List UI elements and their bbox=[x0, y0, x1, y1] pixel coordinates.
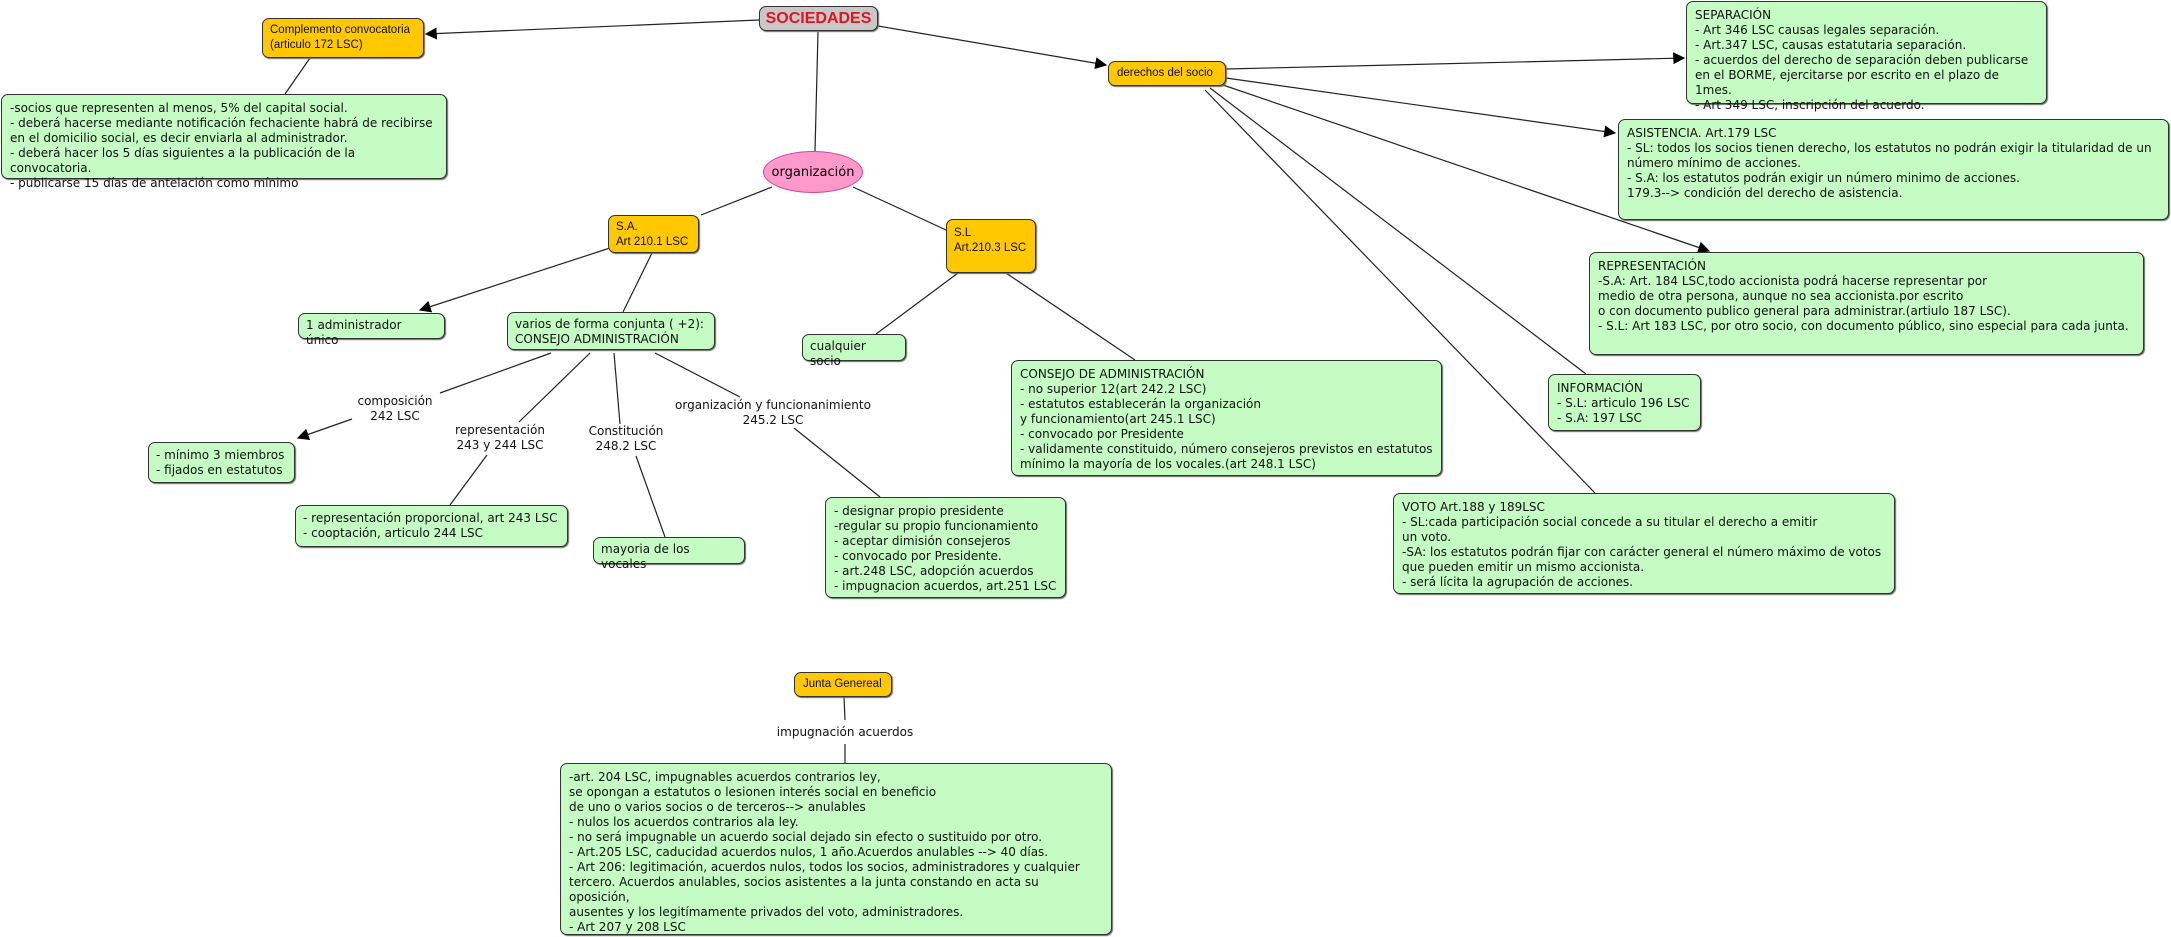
separacion-node[interactable]: SEPARACIÓN - Art 346 LSC causas legales … bbox=[1686, 1, 2047, 112]
minimo-miembros-node[interactable]: - mínimo 3 miembros - fijados en estatut… bbox=[148, 442, 295, 483]
cualquier-socio-node[interactable]: cualquier socio bbox=[802, 334, 906, 368]
complemento-details-node[interactable]: -socios que representen al menos, 5% del… bbox=[1, 94, 447, 190]
organizacion-node[interactable]: organización bbox=[763, 151, 863, 193]
funcionamiento-link-label: organización y funcionanimiento 245.2 LS… bbox=[675, 398, 871, 428]
edge-composicion-minimo bbox=[296, 418, 353, 441]
edge-derechos-separacion bbox=[1225, 52, 1686, 70]
edge-junta-label bbox=[843, 696, 846, 721]
junta-general-node[interactable]: Junta Genereal bbox=[794, 672, 892, 697]
edge-funcionamiento-designar bbox=[793, 427, 881, 498]
asistencia-node[interactable]: ASISTENCIA. Art.179 LSC - SL: todos los … bbox=[1618, 119, 2169, 220]
edge-derechos-asistencia bbox=[1225, 77, 1617, 138]
representacion-proporcional-node[interactable]: - representación proporcional, art 243 L… bbox=[295, 505, 568, 547]
sl-node[interactable]: S.L Art.210.3 LSC bbox=[946, 219, 1036, 273]
voto-node[interactable]: VOTO Art.188 y 189LSC - SL:cada particip… bbox=[1393, 493, 1895, 594]
edge-varios-funcionamiento bbox=[654, 352, 741, 398]
edge-varios-representacion bbox=[518, 352, 591, 423]
edge-organizacion-sl bbox=[852, 186, 947, 231]
edge-sa-admin-unico bbox=[418, 247, 611, 313]
edge-complemento-text bbox=[284, 57, 311, 95]
consejo-administracion-sl-node[interactable]: CONSEJO DE ADMINISTRACIÓN - no superior … bbox=[1011, 360, 1442, 476]
edge-organizacion-sa bbox=[700, 186, 773, 216]
sa-node[interactable]: S.A. Art 210.1 LSC bbox=[608, 215, 699, 253]
edge-derechos-representacion bbox=[1219, 83, 1711, 254]
edge-sociedades-derechos bbox=[877, 25, 1108, 70]
funcionamiento-details-node[interactable]: - designar propio presidente -regular su… bbox=[825, 497, 1066, 598]
edge-representacion-box bbox=[449, 454, 488, 506]
edge-sl-cualquier bbox=[875, 272, 959, 335]
representacion-link-label: representación 243 y 244 LSC bbox=[455, 423, 545, 453]
constitucion-link-label: Constitución 248.2 LSC bbox=[588, 424, 664, 454]
complemento-convocatoria-node[interactable]: Complemento convocatoria (articulo 172 L… bbox=[262, 18, 424, 58]
admin-unico-node[interactable]: 1 administrador único bbox=[298, 313, 445, 347]
informacion-node[interactable]: INFORMACIÓN - S.L: articulo 196 LSC - S.… bbox=[1548, 374, 1701, 431]
edge-varios-composicion bbox=[439, 352, 552, 394]
impugnacion-details-node[interactable]: -art. 204 LSC, impugnables acuerdos cont… bbox=[560, 763, 1112, 935]
mayoria-vocales-node[interactable]: mayoria de los vocales bbox=[593, 537, 745, 571]
edge-sociedades-complemento bbox=[424, 19, 760, 40]
edge-sl-consejo bbox=[1005, 272, 1136, 361]
composicion-link-label: composición 242 LSC bbox=[357, 394, 433, 424]
derechos-socio-node[interactable]: derechos del socio bbox=[1108, 61, 1226, 86]
edge-sa-varios bbox=[622, 252, 653, 313]
impugnacion-link-label: impugnación acuerdos bbox=[776, 725, 914, 740]
edge-sociedades-organizacion bbox=[814, 31, 819, 152]
consejo-administracion-sa-node[interactable]: varios de forma conjunta ( +2): CONSEJO … bbox=[507, 312, 715, 350]
edge-constitucion-mayoria bbox=[635, 455, 666, 538]
edge-derechos-voto bbox=[1204, 89, 1596, 494]
edge-varios-constitucion bbox=[613, 352, 621, 425]
representacion-node[interactable]: REPRESENTACIÓN -S.A: Art. 184 LSC,todo a… bbox=[1589, 252, 2144, 355]
sociedades-root-node[interactable]: SOCIEDADES bbox=[759, 6, 878, 31]
edge-derechos-informacion bbox=[1209, 87, 1587, 375]
